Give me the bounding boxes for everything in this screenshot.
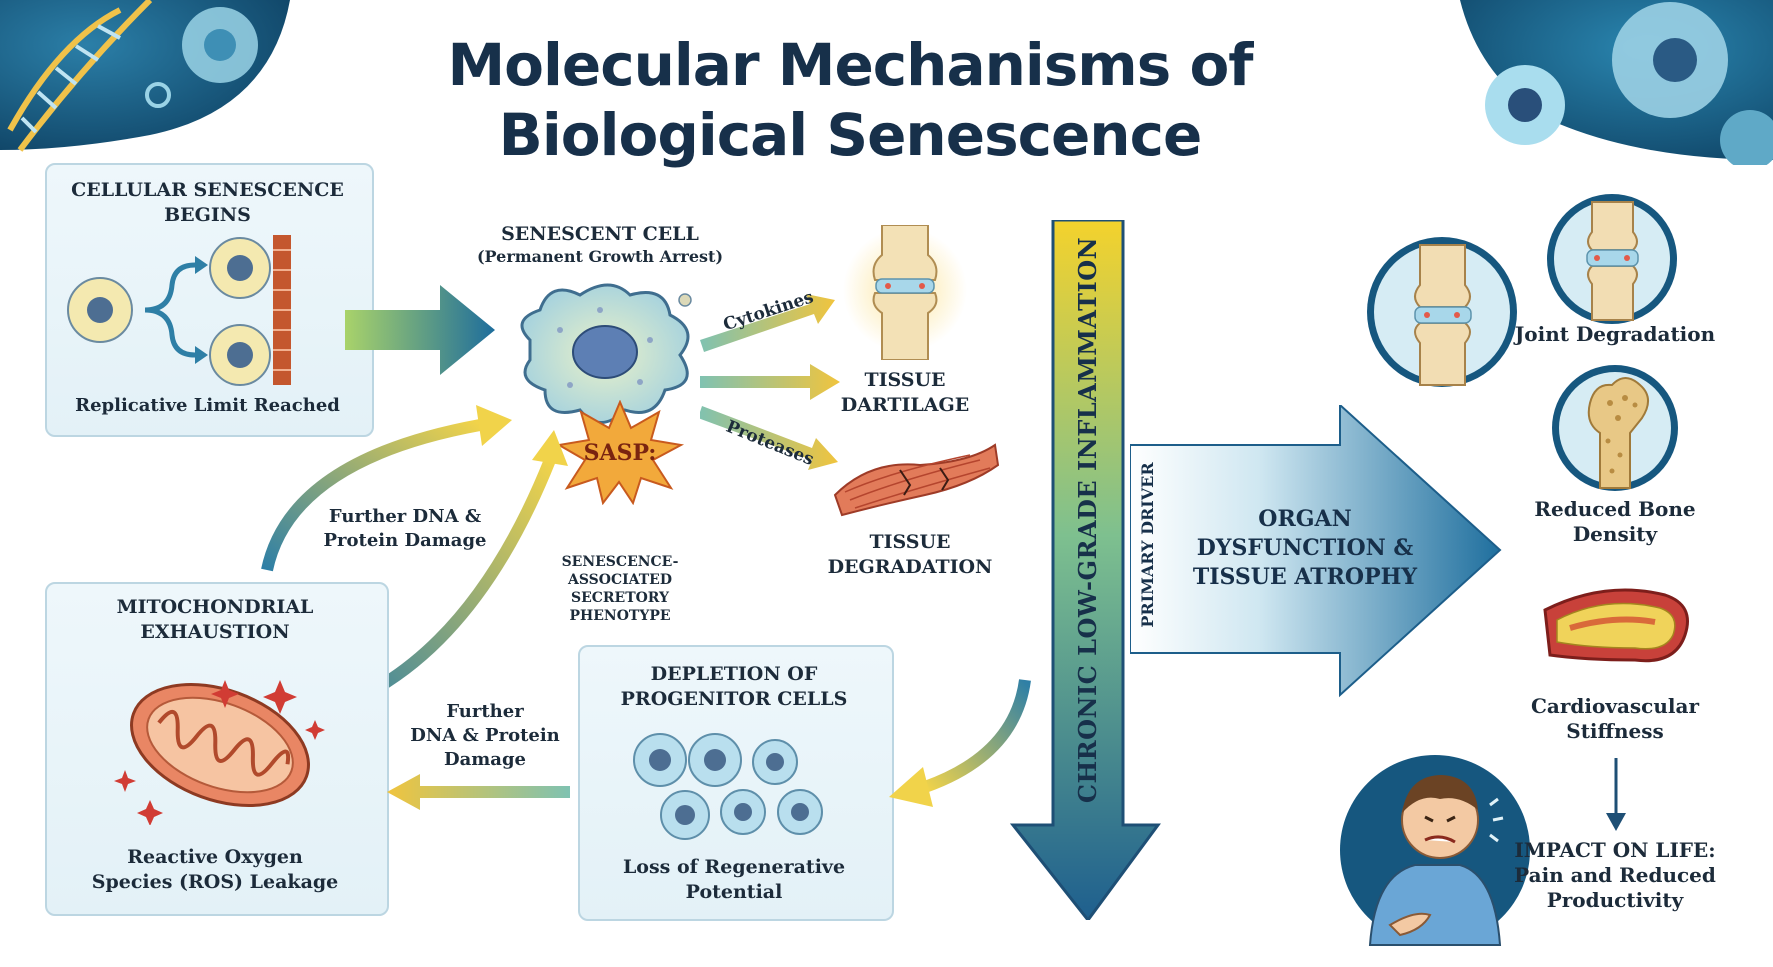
progenitor-cells-illustration	[633, 733, 823, 840]
cell-division-illustration	[67, 235, 291, 386]
sasp-description: SENESCENCE- ASSOCIATED SECRETORY PHENOTY…	[561, 554, 679, 624]
dna-corner-decoration	[0, 0, 290, 152]
person-in-pain-icon	[1340, 755, 1530, 946]
cardiovascular-label: Cardiovascular Stiffness	[1531, 694, 1699, 743]
mitochondrion-illustration	[114, 680, 325, 825]
progenitor-depletion-title: DEPLETION OF PROGENITOR CELLS	[620, 663, 848, 710]
cellular-senescence-caption: Replicative Limit Reached	[75, 395, 340, 416]
knee-xray-icon	[1367, 237, 1517, 387]
down-arrow-icon	[1606, 758, 1626, 831]
secretion-arrows: Cytokines Proteases	[700, 287, 840, 470]
mitochondrial-title: MITOCHONDRIAL EXHAUSTION	[116, 596, 314, 643]
artery-icon	[1543, 588, 1689, 663]
further-damage-label-2: Further DNA & Protein Damage	[410, 701, 560, 770]
progenitor-depletion-caption: Loss of Regenerative Potential	[622, 856, 846, 903]
chronic-inflammation-label: CHRONIC LOW-GRADE INFLAMMATION	[1073, 236, 1102, 804]
organ-dysfunction-arrow	[1130, 405, 1502, 698]
arrow-to-depletion	[889, 679, 1031, 807]
page-title: Molecular Mechanisms of Biological Senes…	[440, 30, 1260, 170]
primary-driver-label: PRIMARY DRIVER	[1138, 462, 1157, 628]
chronic-inflammation-arrow	[1009, 220, 1161, 920]
sasp-badge-text: SASP:	[584, 440, 657, 466]
title-line-2: Biological Senescence	[498, 101, 1203, 169]
senescent-cell-subtitle: (Permanent Growth Arrest)	[476, 247, 724, 266]
tissue-cartilage-label: TISSUE DARTILAGE	[840, 369, 970, 416]
proteases-label: Proteases	[723, 417, 816, 470]
cell-corner-decoration	[1460, 0, 1773, 165]
joint-degradation-label: Joint Degradation	[1514, 322, 1716, 346]
knee-joint-icon	[843, 225, 967, 360]
bone-density-icon	[1552, 365, 1678, 491]
sasp-starburst: SASP:	[556, 400, 685, 505]
bone-density-label: Reduced Bone Density	[1534, 497, 1696, 546]
title-line-1: Molecular Mechanisms of	[447, 31, 1253, 99]
arrow-to-mitochondria	[387, 774, 570, 810]
mitochondrial-caption: Reactive Oxygen Species (ROS) Leakage	[91, 846, 339, 893]
organ-dysfunction-label: ORGAN DYSFUNCTION & TISSUE ATROPHY	[1192, 506, 1418, 590]
further-damage-label-1: Further DNA & Protein Damage	[323, 506, 487, 551]
impact-on-life-label: IMPACT ON LIFE: Pain and Reduced Product…	[1514, 838, 1716, 912]
senescent-cell-illustration	[520, 283, 692, 424]
knee-joint-circle-icon	[1547, 194, 1677, 324]
muscle-tissue-icon	[833, 443, 1000, 517]
tissue-degradation-label: TISSUE DEGRADATION	[827, 531, 993, 578]
progenitor-depletion-panel	[578, 645, 894, 921]
cellular-senescence-title: CELLULAR SENESCENCE BEGINS	[71, 179, 344, 226]
senescent-cell-title: SENESCENT CELL	[501, 223, 699, 245]
flow-arrow-to-senescent-cell	[345, 285, 495, 375]
